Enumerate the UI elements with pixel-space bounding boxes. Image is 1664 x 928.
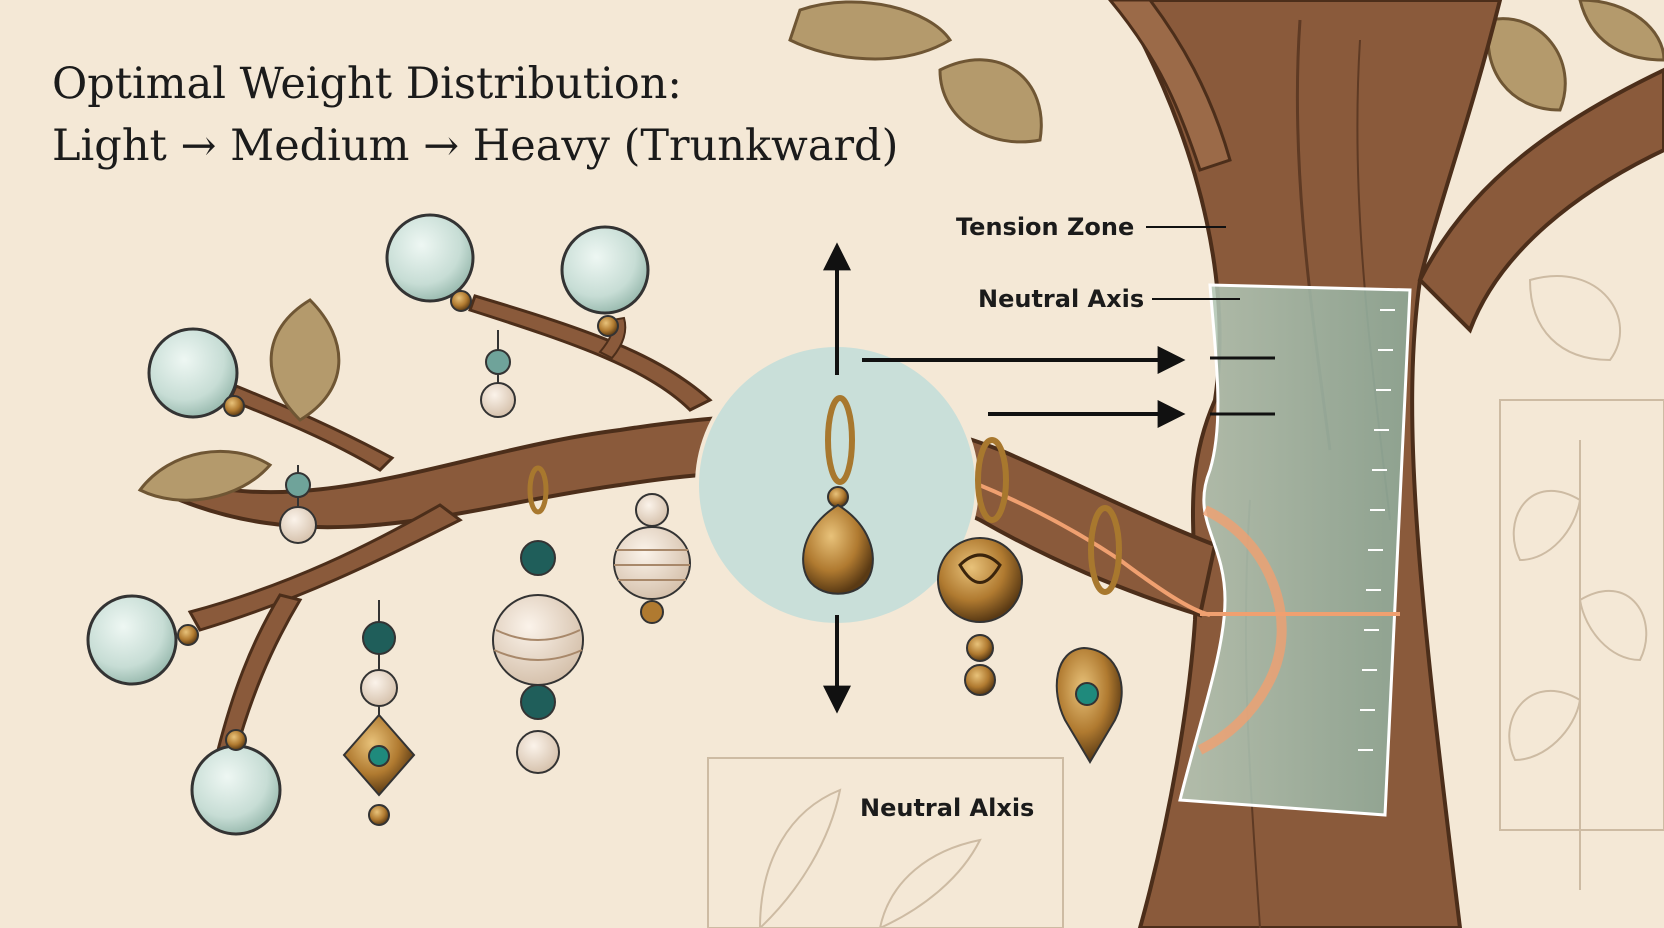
botanical-sketch-right <box>1499 275 1664 890</box>
leaf-icon <box>788 0 1664 144</box>
neutral-alxis-label: Neutral Alxis <box>860 794 1034 822</box>
glass-orb-icon <box>147 327 245 419</box>
leaf-icon <box>137 449 273 502</box>
bead-charm-icon <box>279 465 317 544</box>
bead-charm-icon <box>613 493 691 624</box>
pendant-icon <box>1055 505 1123 764</box>
glass-orbs <box>86 213 650 836</box>
small-bead-drops <box>279 330 516 544</box>
glass-orb-icon <box>385 213 475 312</box>
leader-lines <box>1146 226 1240 300</box>
title-line-1: Optimal Weight Distribution: <box>52 59 682 109</box>
neutral-axis-panel <box>1178 283 1412 817</box>
glass-orb-icon <box>190 729 282 836</box>
glass-orb-icon <box>560 225 650 337</box>
load-zone <box>695 242 1186 714</box>
bead-charm-icon <box>342 600 416 826</box>
heavy-pendants <box>802 395 1123 764</box>
tension-zone-label: Tension Zone <box>956 213 1134 241</box>
neutral-axis-label: Neutral Axis <box>978 285 1144 313</box>
leaf-icon <box>269 298 341 422</box>
botanical-sketch-bottom <box>707 757 1064 928</box>
pendant-icon <box>937 437 1023 696</box>
bead-charm-icon <box>492 465 584 774</box>
branch-leaves <box>137 298 341 502</box>
glass-orb-icon <box>86 594 199 686</box>
pendant-icon <box>802 395 874 595</box>
title-line-2: Light → Medium → Heavy (Trunkward) <box>52 121 898 171</box>
medium-charms <box>342 465 691 826</box>
bead-charm-icon <box>480 330 516 418</box>
